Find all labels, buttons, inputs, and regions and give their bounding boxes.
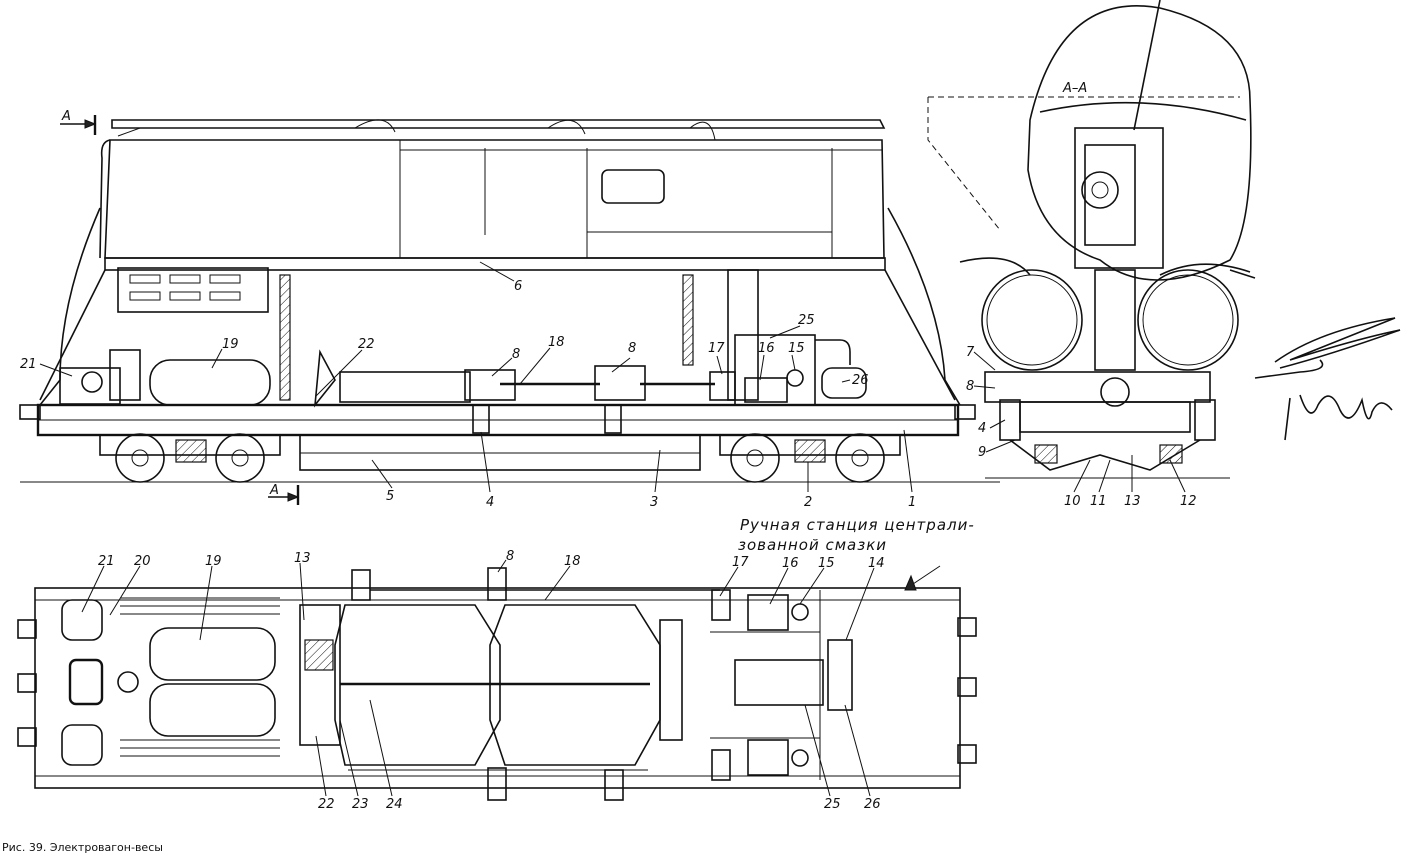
section-label-8: 8 bbox=[966, 379, 974, 394]
lubrication-note-line2: зованной смазки bbox=[738, 536, 887, 554]
section-label-9: 9 bbox=[978, 445, 986, 460]
side-view: А А 21 19 22 8 18 bbox=[19, 109, 1000, 510]
side-label-2: 2 bbox=[804, 495, 812, 510]
section-label-4: 4 bbox=[978, 421, 986, 436]
side-label-25: 25 bbox=[798, 313, 815, 328]
side-label-6: 6 bbox=[514, 279, 522, 294]
plan-label-17: 17 bbox=[732, 555, 749, 570]
side-label-16: 16 bbox=[758, 341, 775, 356]
section-mark-a-bottom: А bbox=[269, 483, 279, 498]
section-label-10: 10 bbox=[1064, 494, 1081, 509]
lubrication-note-line1: Ручная станция централи- bbox=[740, 516, 975, 534]
section-label-12: 12 bbox=[1180, 494, 1197, 509]
plan-label-23: 23 bbox=[352, 797, 369, 812]
plan-label-18: 18 bbox=[564, 554, 581, 569]
side-label-18: 18 bbox=[548, 335, 565, 350]
side-label-17: 17 bbox=[708, 341, 725, 356]
side-label-8a: 8 bbox=[512, 347, 520, 362]
section-label-7: 7 bbox=[966, 345, 975, 360]
side-label-19: 19 bbox=[222, 337, 239, 352]
side-label-1: 1 bbox=[908, 495, 916, 510]
section-title: А–А bbox=[1062, 81, 1087, 96]
plan-label-19: 19 bbox=[205, 554, 222, 569]
bogie-left bbox=[99, 433, 281, 483]
section-mark-a-top: А bbox=[61, 109, 71, 124]
handwritten-signature bbox=[1254, 317, 1401, 441]
plan-label-20: 20 bbox=[134, 554, 151, 569]
plan-label-25: 25 bbox=[824, 797, 841, 812]
plan-label-26: 26 bbox=[864, 797, 881, 812]
side-label-5: 5 bbox=[386, 489, 394, 504]
bogie-right bbox=[719, 433, 901, 483]
plan-label-21: 21 bbox=[98, 554, 115, 569]
plan-label-16: 16 bbox=[782, 556, 799, 571]
plan-view: 21 20 19 13 8 18 17 16 15 14 22 23 24 25… bbox=[17, 516, 977, 812]
section-label-11: 11 bbox=[1090, 494, 1107, 509]
section-view-a-a: А–А 7 8 bbox=[927, 0, 1256, 509]
side-label-3: 3 bbox=[650, 495, 658, 510]
section-label-13: 13 bbox=[1124, 494, 1141, 509]
side-label-26: 26 bbox=[852, 373, 869, 388]
figure-caption: Рис. 39. Электровагон-весы bbox=[2, 841, 163, 854]
plan-label-24: 24 bbox=[386, 797, 403, 812]
side-label-15: 15 bbox=[788, 341, 805, 356]
side-label-8b: 8 bbox=[628, 341, 636, 356]
plan-label-22: 22 bbox=[318, 797, 335, 812]
plan-label-13: 13 bbox=[294, 551, 311, 566]
side-label-21: 21 bbox=[20, 357, 37, 372]
side-label-22: 22 bbox=[358, 337, 375, 352]
plan-label-8: 8 bbox=[506, 549, 514, 564]
side-label-4: 4 bbox=[486, 495, 494, 510]
plan-label-14: 14 bbox=[868, 556, 885, 571]
plan-label-15: 15 bbox=[818, 556, 835, 571]
